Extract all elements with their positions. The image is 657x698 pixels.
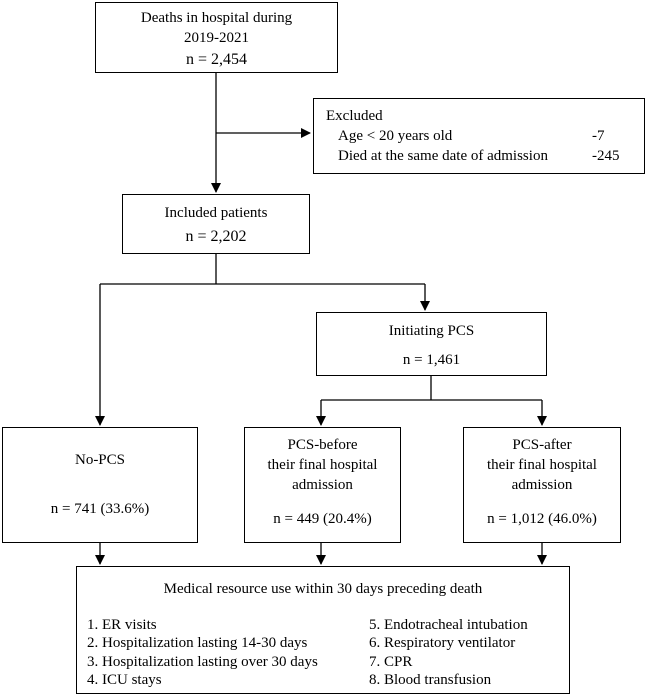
outcomes-box: Medical resource use within 30 days prec… [76, 566, 570, 694]
pcs-after-count: n = 1,012 (46.0%) [487, 511, 597, 527]
no-pcs-count: n = 741 (33.6%) [50, 501, 150, 517]
excluded-row-1-value: -7 [592, 128, 605, 144]
deaths-line1: Deaths in hospital during [140, 10, 293, 26]
included-count: n = 2,202 [185, 228, 247, 245]
outcome-item-2: 2. Hospitalization lasting 14-30 days [87, 635, 308, 651]
initiating-count: n = 1,461 [402, 352, 461, 368]
excluded-title: Excluded [326, 108, 383, 124]
outcome-item-1: 1. ER visits [87, 617, 157, 633]
included-box: Included patients n = 2,202 [122, 194, 310, 254]
deaths-line2: 2019-2021 [184, 30, 249, 46]
excluded-row-2-value: -245 [592, 148, 620, 164]
pcs-after-box: PCS-after their final hospital admission… [463, 427, 621, 543]
outcome-item-7: 7. CPR [369, 654, 413, 670]
pcs-before-count: n = 449 (20.4%) [273, 511, 372, 527]
excluded-row-2-label: Died at the same date of admission [338, 148, 548, 164]
outcomes-title: Medical resource use within 30 days prec… [163, 581, 483, 597]
pcs-before-line1: PCS-before [287, 437, 358, 453]
outcome-item-5: 5. Endotracheal intubation [369, 617, 528, 633]
initiating-pcs-box: Initiating PCS n = 1,461 [316, 312, 547, 376]
included-title: Included patients [164, 205, 268, 221]
pcs-after-line1: PCS-after [512, 437, 572, 453]
deaths-count: n = 2,454 [185, 51, 248, 68]
outcome-item-4: 4. ICU stays [87, 672, 162, 688]
pcs-after-line3: admission [511, 477, 573, 493]
outcome-item-6: 6. Respiratory ventilator [369, 635, 516, 651]
pcs-before-line3: admission [292, 477, 353, 493]
no-pcs-title: No-PCS [74, 452, 126, 468]
initiating-title: Initiating PCS [388, 323, 475, 339]
pcs-before-line2: their final hospital [267, 457, 378, 473]
pcs-after-line2: their final hospital [487, 457, 597, 473]
excluded-row-1-label: Age < 20 years old [338, 128, 453, 144]
no-pcs-box: No-PCS n = 741 (33.6%) [2, 427, 198, 543]
excluded-box: Excluded Age < 20 years old -7 Died at t… [313, 98, 645, 174]
pcs-before-box: PCS-before their final hospital admissio… [244, 427, 401, 543]
outcome-item-8: 8. Blood transfusion [369, 672, 492, 688]
deaths-box: Deaths in hospital during 2019-2021 n = … [95, 2, 338, 73]
outcome-item-3: 3. Hospitalization lasting over 30 days [87, 654, 318, 670]
